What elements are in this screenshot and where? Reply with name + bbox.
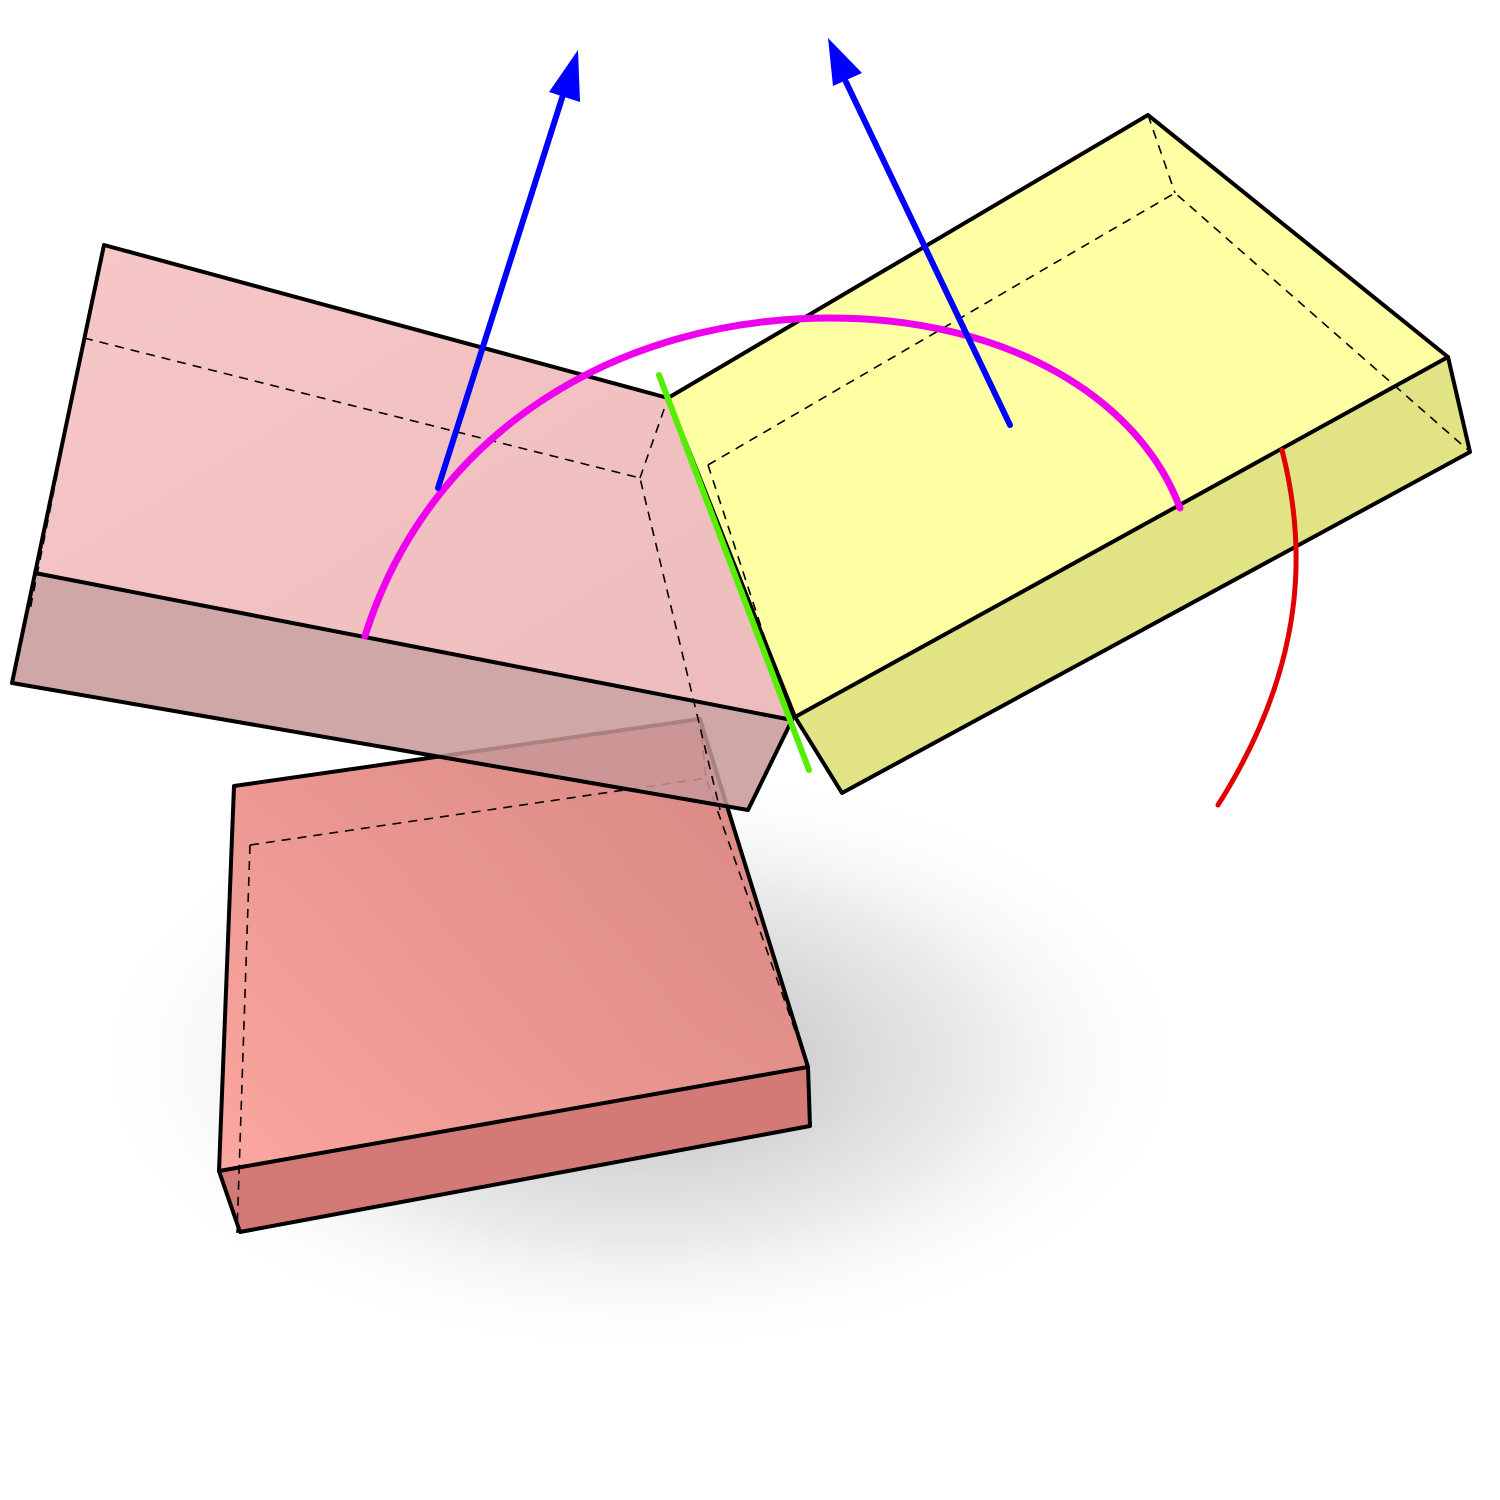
yellow-slab-hidden-edge-b [707, 464, 809, 771]
tilted-slab-outline [10, 243, 794, 812]
dihedral-angle-arc [361, 314, 1184, 640]
normal-vector-left-head [549, 50, 580, 102]
normal-vector-left [435, 50, 580, 491]
normal-vector-right [828, 38, 1013, 428]
yellow-slab-front-face [795, 357, 1470, 793]
normal-vector-left-shaft [435, 92, 566, 491]
normal-vector-right-head [828, 38, 862, 86]
lower-slab [217, 717, 812, 1234]
tilted-slab [10, 243, 794, 812]
lower-slab-front-face [219, 1067, 810, 1232]
tilted-slab-front-face [12, 573, 792, 810]
yellow-slab-hidden-edge-a [1147, 114, 1176, 194]
tilted-slab-top-face [35, 245, 792, 720]
tilted-slab-hidden-edge-a [639, 397, 669, 479]
rotation-arc [1215, 447, 1299, 808]
yellow-slab-top-face [668, 115, 1448, 717]
yellow-slab [666, 113, 1472, 795]
tilted-slab-front-edge [33, 571, 794, 722]
yellow-slab-front-edge [793, 355, 1450, 719]
yellow-slab-hidden-back-edge [707, 192, 1469, 466]
lower-slab-top-face [219, 719, 808, 1171]
lower-slab-front-edge [217, 1065, 810, 1173]
normal-vector-right-shaft [843, 79, 1013, 428]
hinge-edge-line [656, 372, 812, 773]
